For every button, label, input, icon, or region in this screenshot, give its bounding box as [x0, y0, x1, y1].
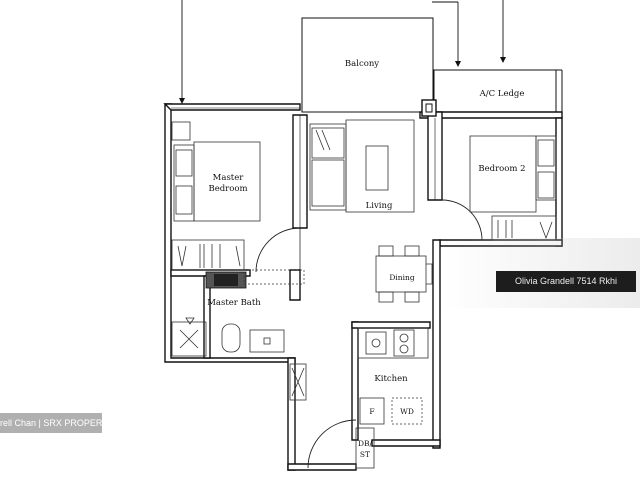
agent-watermark: rell Chan | SRX PROPERTY [0, 413, 102, 433]
room-label-dbst-line2: ST [360, 450, 370, 459]
room-label-living: Living [366, 201, 393, 211]
appliance-label-fridge: F [369, 407, 374, 416]
room-label-dining: Dining [389, 273, 414, 282]
project-name-banner: Olivia Grandell 7514 Rkhi [496, 271, 636, 292]
room-label-dbst-line1: DB/ [358, 439, 373, 448]
room-label-kitchen: Kitchen [374, 374, 408, 384]
room-label-master-bath: Master Bath [207, 298, 261, 308]
room-label-balcony: Balcony [345, 59, 379, 69]
room-label-ac-ledge: A/C Ledge [479, 89, 525, 99]
room-label-master-bedroom-line1: Master [213, 173, 245, 183]
room-label-bedroom-2: Bedroom 2 [478, 164, 525, 174]
room-label-master-bedroom-line2: Bedroom [208, 184, 247, 194]
appliance-label-wd: WD [400, 407, 414, 416]
